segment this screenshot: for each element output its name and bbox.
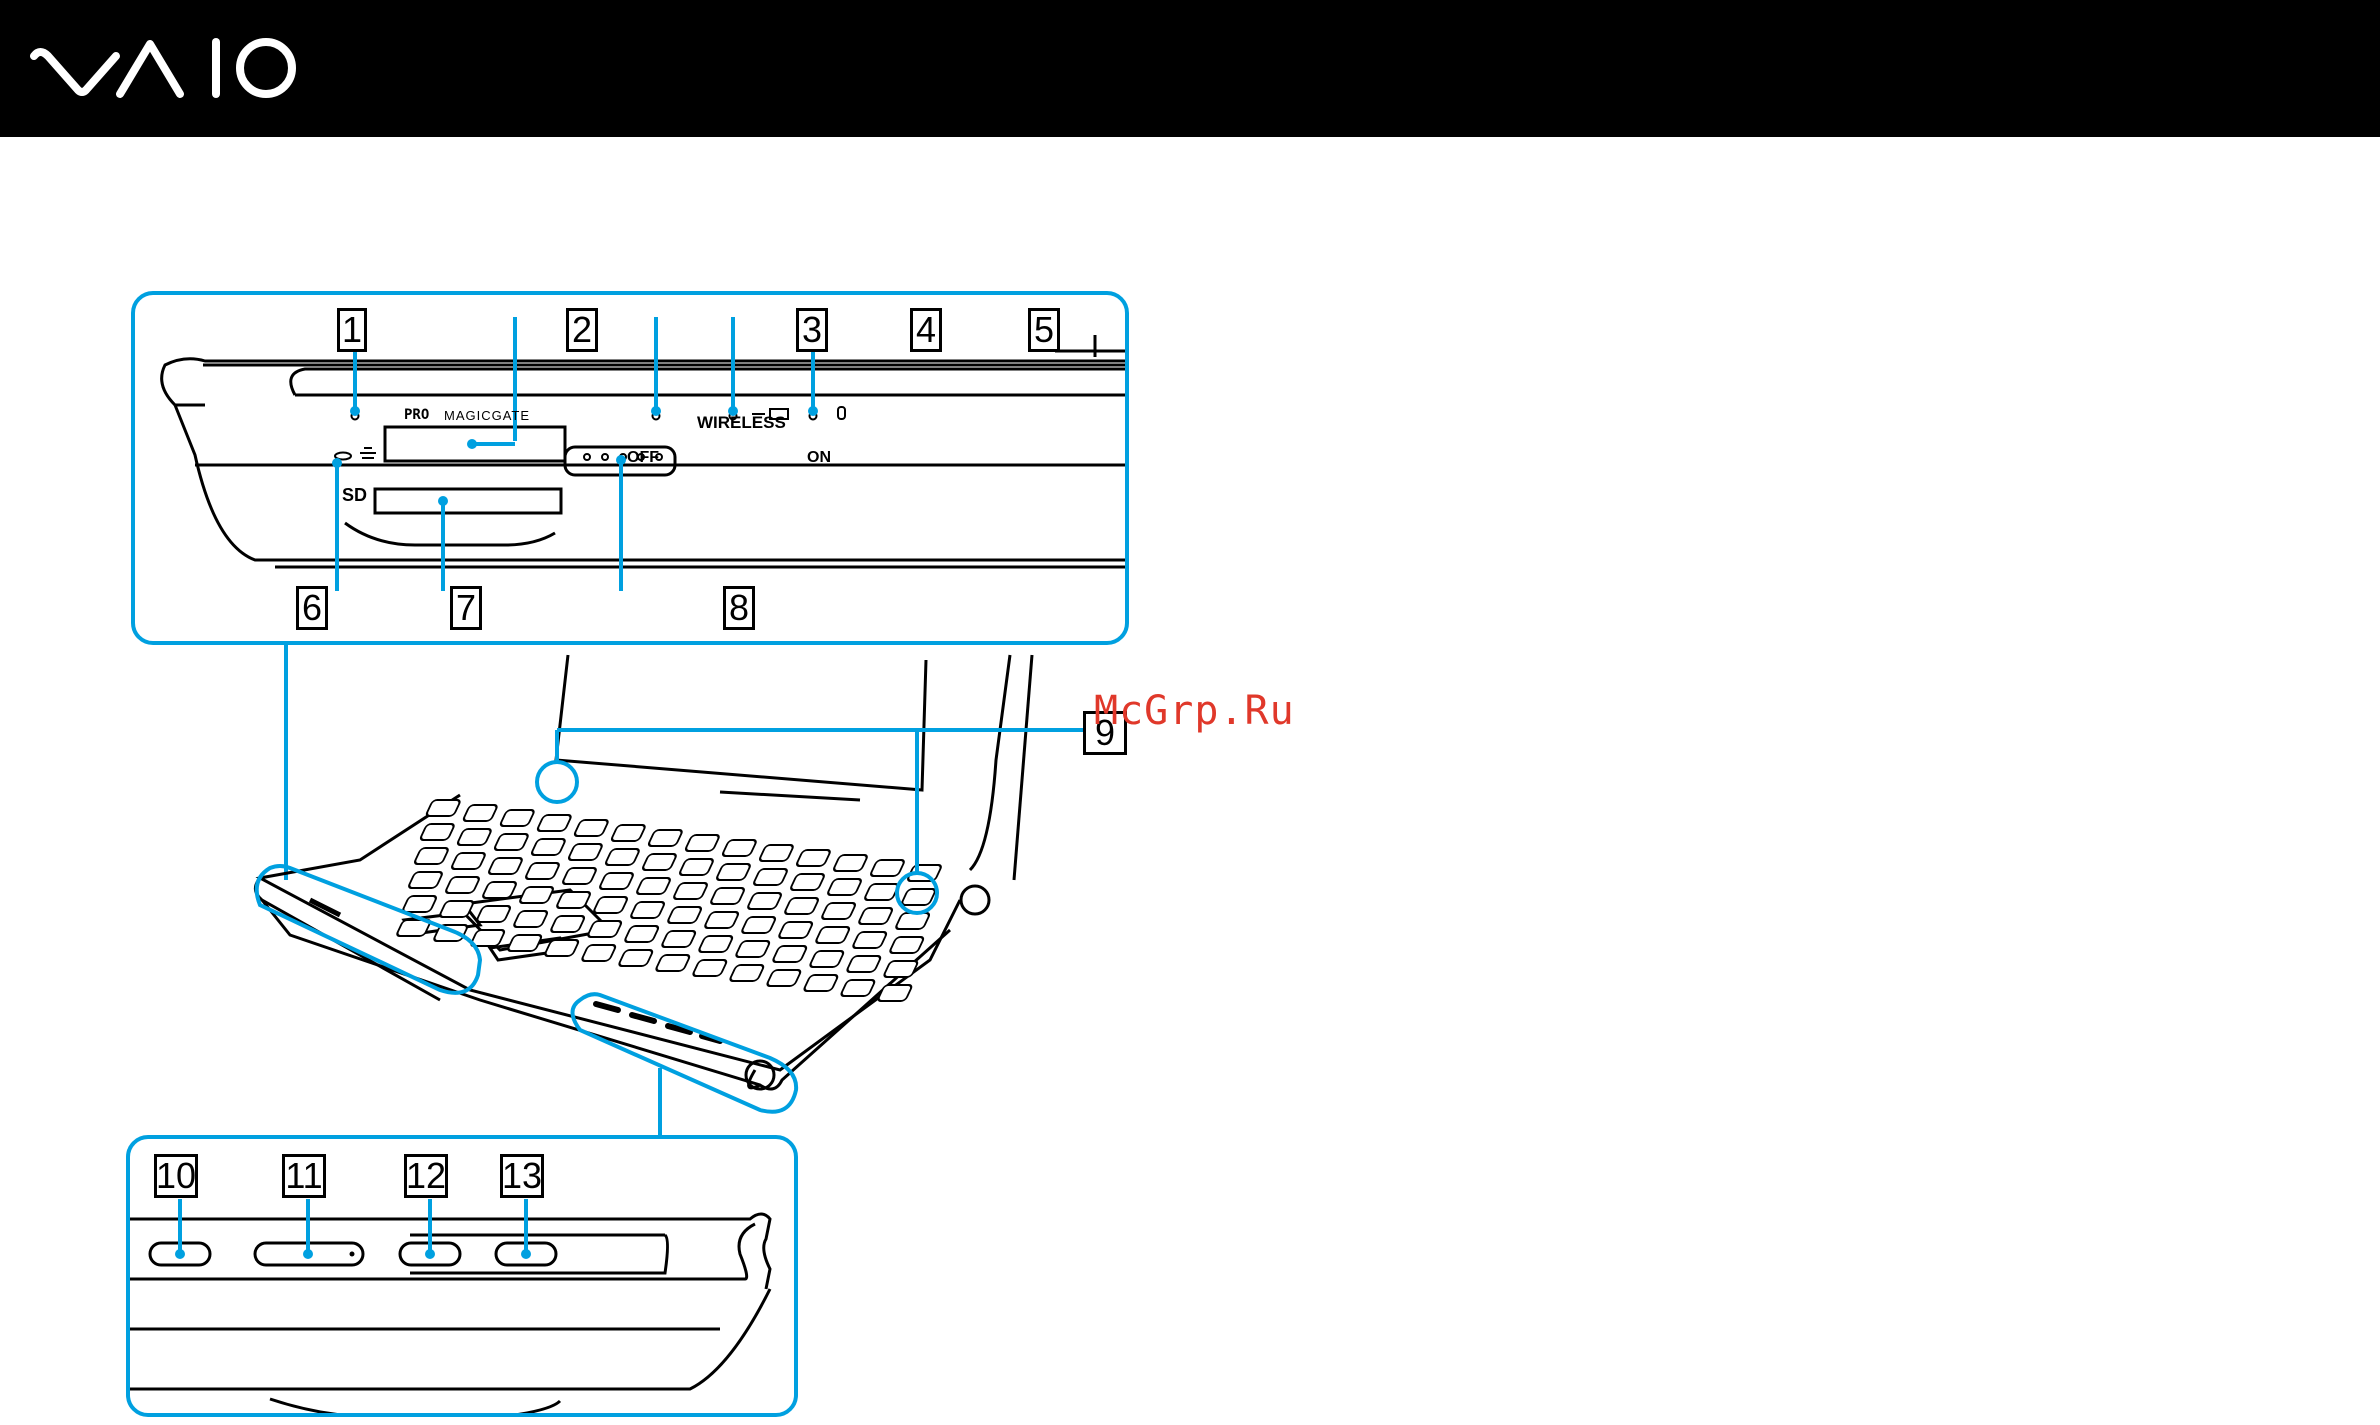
keyboard-key bbox=[858, 908, 893, 924]
keyboard-key bbox=[568, 844, 603, 860]
keyboard-key bbox=[661, 931, 696, 947]
keyboard-key bbox=[778, 922, 813, 938]
keyboard-key bbox=[704, 912, 739, 928]
keyboard-key bbox=[889, 937, 924, 953]
keyboard-key bbox=[599, 873, 634, 889]
side-edge-drawing bbox=[130, 1139, 794, 1413]
keyboard-key bbox=[519, 887, 554, 903]
keyboard-key bbox=[574, 820, 609, 836]
keyboard-key bbox=[488, 858, 523, 874]
keyboard-key bbox=[420, 824, 455, 840]
keyboard-key bbox=[685, 835, 720, 851]
keyboard-key bbox=[562, 868, 597, 884]
keyboard-key bbox=[581, 945, 616, 961]
keyboard-key bbox=[667, 907, 702, 923]
keyboard-key bbox=[809, 951, 844, 967]
keyboard-key bbox=[864, 884, 899, 900]
keyboard-key bbox=[630, 902, 665, 918]
keyboard-key bbox=[550, 916, 585, 932]
keyboard-key bbox=[425, 800, 460, 816]
keyboard-key bbox=[500, 810, 535, 826]
keyboard-key bbox=[679, 859, 714, 875]
keyboard-key bbox=[611, 825, 646, 841]
keyboard-key bbox=[753, 869, 788, 885]
keyboard-key bbox=[673, 883, 708, 899]
bottom-detail-panel bbox=[126, 1135, 798, 1417]
keyboard-key bbox=[402, 896, 437, 912]
keyboard-key bbox=[636, 878, 671, 894]
keyboard-key bbox=[772, 946, 807, 962]
watermark: McGrp.Ru bbox=[1094, 688, 1295, 734]
keyboard-key bbox=[642, 854, 677, 870]
keyboard-key bbox=[846, 956, 881, 972]
keyboard-key bbox=[895, 913, 930, 929]
keyboard-key bbox=[833, 855, 868, 871]
keyboard-key bbox=[463, 805, 498, 821]
keyboard-key bbox=[605, 849, 640, 865]
keyboard-key bbox=[451, 853, 486, 869]
keyboard-key bbox=[747, 893, 782, 909]
keyboard-key bbox=[408, 872, 443, 888]
keyboard-key bbox=[507, 935, 542, 951]
keyboard-key bbox=[796, 850, 831, 866]
keyboard-key bbox=[470, 930, 505, 946]
keyboard-key bbox=[445, 877, 480, 893]
keyboard-key bbox=[735, 941, 770, 957]
keyboard-key bbox=[457, 829, 492, 845]
keyboard-key bbox=[741, 917, 776, 933]
callout-12: 12 bbox=[404, 1154, 448, 1198]
keyboard-key bbox=[513, 911, 548, 927]
keyboard-key bbox=[877, 985, 912, 1001]
keyboard-key bbox=[710, 888, 745, 904]
keyboard-key bbox=[692, 960, 727, 976]
keyboard-key bbox=[722, 840, 757, 856]
keyboard-key bbox=[784, 898, 819, 914]
keyboard-key bbox=[624, 926, 659, 942]
keyboard-key bbox=[840, 980, 875, 996]
keyboard-key bbox=[655, 955, 690, 971]
keyboard-key bbox=[790, 874, 825, 890]
callout-13: 13 bbox=[500, 1154, 544, 1198]
keyboard-key bbox=[537, 815, 572, 831]
keyboard-key bbox=[803, 975, 838, 991]
keyboard-key bbox=[698, 936, 733, 952]
keyboard-key bbox=[815, 927, 850, 943]
callout-10: 10 bbox=[154, 1154, 198, 1198]
keyboard-key bbox=[587, 921, 622, 937]
keyboard-key bbox=[901, 889, 936, 905]
keyboard-key bbox=[716, 864, 751, 880]
keyboard-key bbox=[821, 903, 856, 919]
keyboard-key bbox=[870, 860, 905, 876]
keyboard-key bbox=[759, 845, 794, 861]
keyboard-key bbox=[482, 882, 517, 898]
keyboard-key bbox=[883, 961, 918, 977]
keyboard-key bbox=[476, 906, 511, 922]
keyboard-key bbox=[525, 863, 560, 879]
keyboard-key bbox=[494, 834, 529, 850]
callout-11: 11 bbox=[282, 1154, 326, 1198]
keyboard-key bbox=[852, 932, 887, 948]
keyboard-key bbox=[593, 897, 628, 913]
keyboard-key bbox=[439, 901, 474, 917]
keyboard-key bbox=[618, 950, 653, 966]
keyboard-key bbox=[531, 839, 566, 855]
keyboard-key bbox=[729, 965, 764, 981]
keyboard-key bbox=[827, 879, 862, 895]
keyboard-key bbox=[648, 830, 683, 846]
keyboard-key bbox=[766, 970, 801, 986]
keyboard-key bbox=[414, 848, 449, 864]
